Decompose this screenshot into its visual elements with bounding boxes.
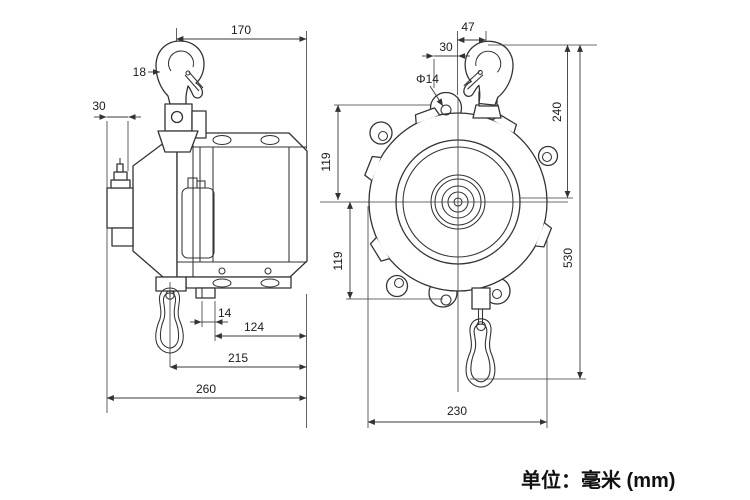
front-casing-tab (369, 237, 390, 262)
dim-170-label: 170 (231, 23, 251, 37)
front-carabiner-shape (465, 318, 496, 388)
front-cable-outlet (471, 287, 491, 310)
dim-119-upper-label: 119 (319, 152, 333, 171)
dim-530-label: 530 (561, 248, 575, 268)
side-view (106, 28, 308, 413)
side-plate-slot (212, 278, 232, 288)
front-arch-hole (491, 288, 503, 300)
dim-215-label: 215 (228, 351, 248, 365)
dim-phi14-label: Φ14 (416, 72, 439, 86)
side-stopper-cap (113, 171, 128, 181)
side-top-slot (212, 134, 232, 146)
side-view-dimensions: 170 18 30 14 124 215 260 (92, 23, 307, 428)
side-hook (155, 40, 205, 105)
dim-14-label: 14 (218, 306, 232, 320)
front-ear-hole (393, 277, 405, 289)
front-hook (460, 38, 517, 108)
front-top-lug-hole (440, 104, 452, 116)
side-bottom-hole (264, 267, 272, 275)
front-ear-nw (369, 121, 393, 145)
dim-30-side-label: 30 (92, 99, 106, 113)
front-ear-hole (377, 130, 389, 142)
side-swivel-base (157, 130, 199, 153)
dim-47-label: 47 (461, 20, 475, 34)
dim-124-label: 124 (244, 320, 264, 334)
side-cartridge-step (196, 180, 206, 189)
side-main-housing (176, 132, 308, 278)
front-casing-tab (364, 155, 381, 182)
dim-260-label: 260 (196, 382, 216, 396)
unit-note: 单位：毫米 (mm) (521, 468, 675, 492)
dim-30-front-label: 30 (439, 40, 453, 54)
front-view (320, 31, 568, 392)
side-bottom-hole (218, 267, 226, 275)
front-arch-hole (440, 294, 452, 306)
dim-leader-phi14 (429, 85, 444, 107)
side-swivel-hole (170, 110, 184, 124)
dim-230-label: 230 (447, 404, 467, 418)
side-stopper-step (110, 179, 131, 189)
side-cable-outlet (155, 276, 187, 292)
front-view-dimensions: 47 30 Φ14 240 530 119 119 230 (319, 20, 597, 428)
side-stopper-lower-step (111, 227, 134, 247)
front-carabiner (465, 318, 496, 388)
side-stopper-pin-head (116, 163, 124, 173)
dim-119-lower-label: 119 (331, 251, 345, 270)
front-ear-ne (537, 145, 559, 167)
side-stopper-block (106, 187, 134, 229)
front-swivel-base (472, 104, 502, 119)
front-ear-sw (385, 274, 409, 298)
side-top-slot (260, 134, 280, 146)
side-plate-slot (260, 278, 280, 288)
side-cable-clamp (195, 287, 216, 299)
front-ear-hole (541, 151, 553, 163)
dim-18-label: 18 (133, 65, 147, 79)
side-carabiner (155, 287, 184, 354)
dim-240-label: 240 (550, 102, 564, 122)
side-drum-cover (132, 132, 178, 278)
front-casing-tab (535, 222, 553, 248)
front-casing-tab (414, 107, 441, 124)
